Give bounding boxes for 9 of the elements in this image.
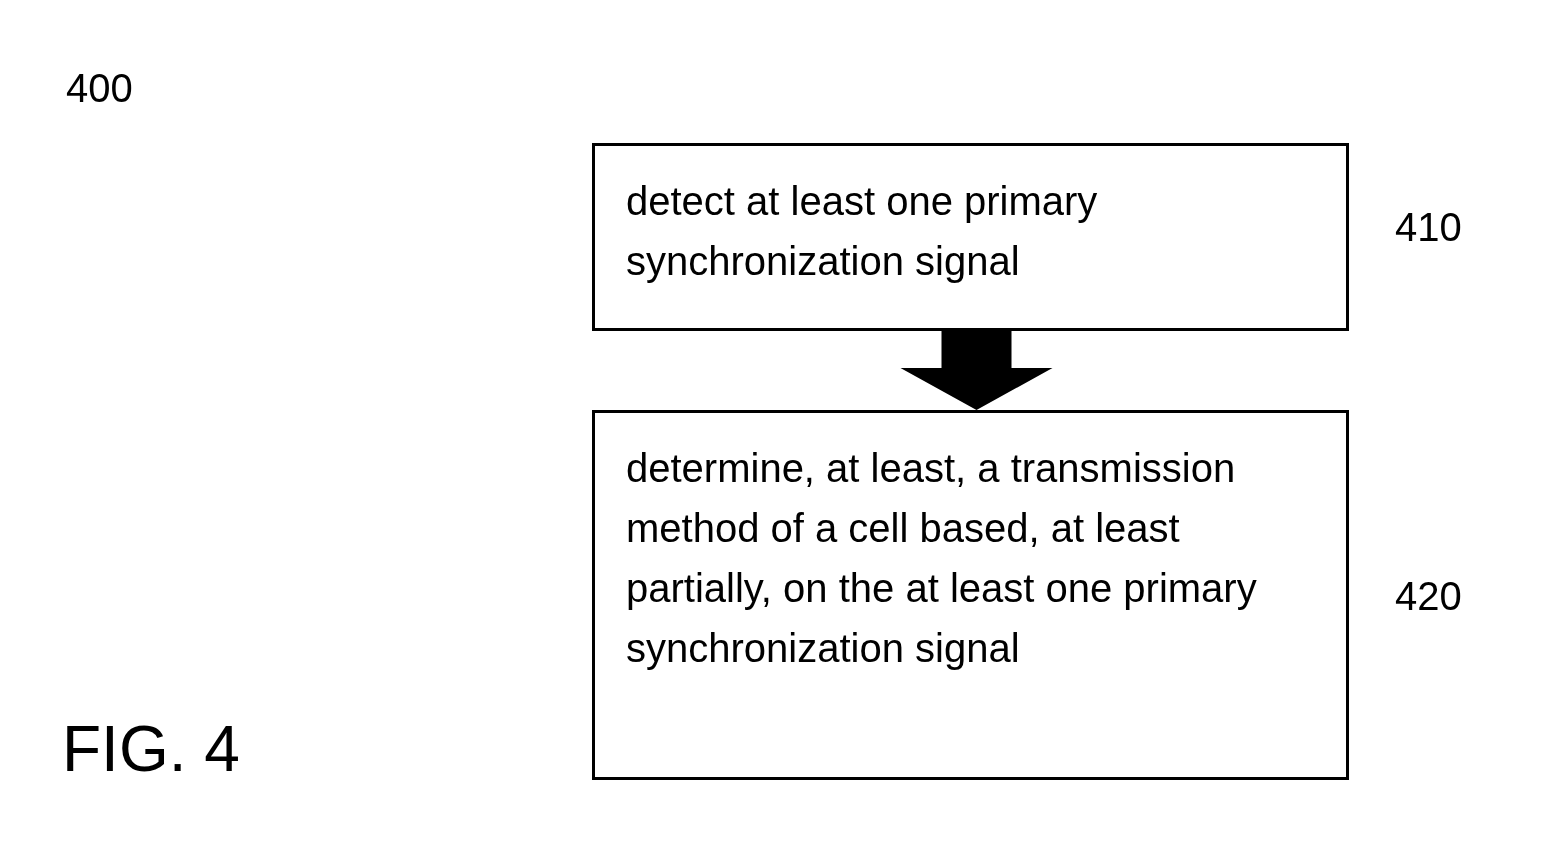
reference-number: 400 (66, 66, 133, 111)
reference-number: 420 (1395, 574, 1462, 619)
block-arrow (900, 331, 1053, 410)
step-text: determine, at least, a transmission method of a cell based, at least partially, on the at least one primary synchronization signal (626, 445, 1258, 672)
process-box (592, 410, 1349, 780)
step-text: detect at least one primary synchronization signal (626, 178, 1099, 285)
figure-label: FIG. 4 (62, 712, 240, 786)
reference-number: 410 (1395, 205, 1462, 250)
process-box (592, 143, 1349, 331)
